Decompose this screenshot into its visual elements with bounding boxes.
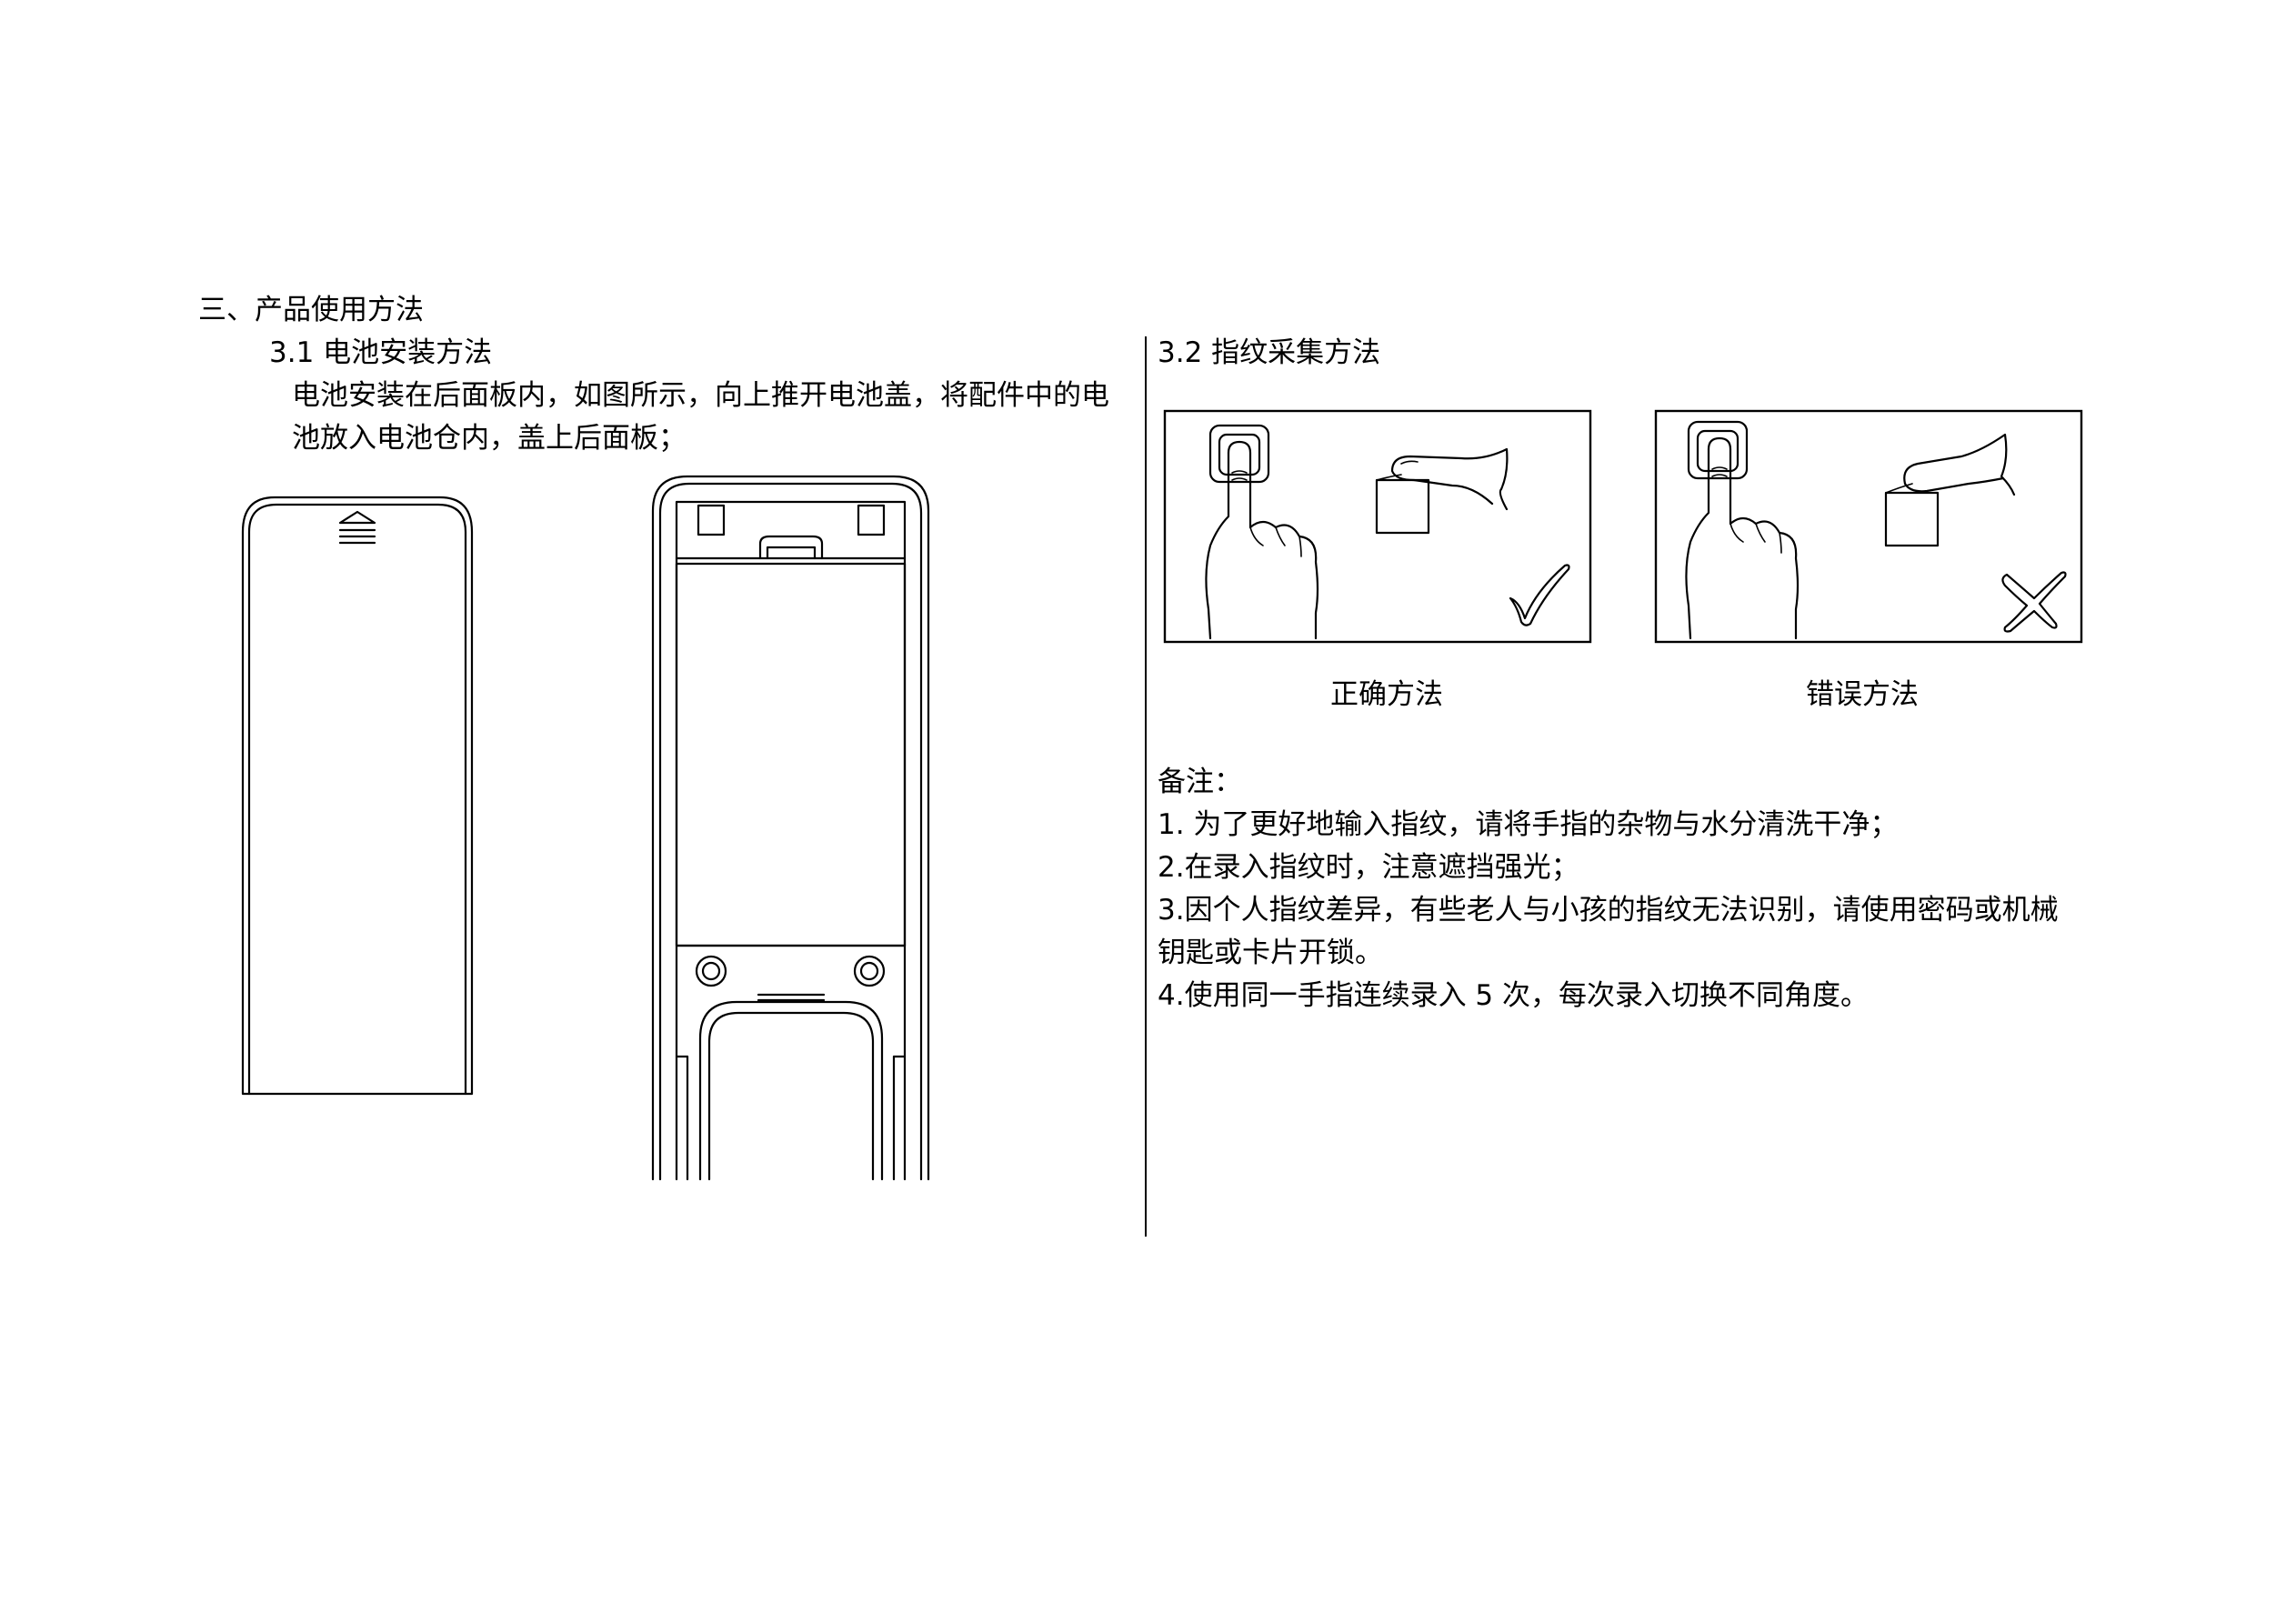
cross-mark-icon [2001,571,2067,633]
screw-icon [695,955,727,987]
wrong-method-caption: 错误方法 [1806,678,1919,711]
note-item-1: 1. 为了更好地输入指纹，请将手指的杂物与水分清洗干净； [1158,808,1899,841]
wrong-method-illustration [1654,409,2083,644]
battery-instructions-line-1: 电池安装在后面板内，如图所示，向上推开电池盖，将配件中的电 [292,379,1109,412]
note-item-2: 2.在录入指纹时，注意遮挡强光； [1158,851,1579,884]
screw-icon [853,955,886,987]
correct-method-caption: 正确方法 [1330,678,1443,711]
battery-heading: 3.1 电池安装方法 [269,336,493,369]
battery-cover-illustration [241,496,474,1096]
note-item-3-line-2: 钥匙或卡片开锁。 [1158,937,1383,969]
section-heading: 三、产品使用方法 [198,294,424,326]
push-arrow-icon [338,510,376,545]
note-item-4: 4.使用同一手指连续录入 5 次，每次录入切换不同角度。 [1158,979,1870,1012]
battery-compartment-illustration [651,475,930,1181]
check-mark-icon [1509,564,1570,626]
battery-instructions-line-2: 池放入电池仓内，盖上后面板； [292,422,687,455]
note-item-3-line-1: 3.因个人指纹差异，有些老人与小孩的指纹无法识别，请使用密码或机械 [1158,894,2059,927]
correct-method-illustration [1163,409,1592,644]
notes-title: 备注： [1158,766,1242,798]
column-divider [1145,336,1147,1237]
fingerprint-heading: 3.2 指纹采集方法 [1158,336,1381,369]
